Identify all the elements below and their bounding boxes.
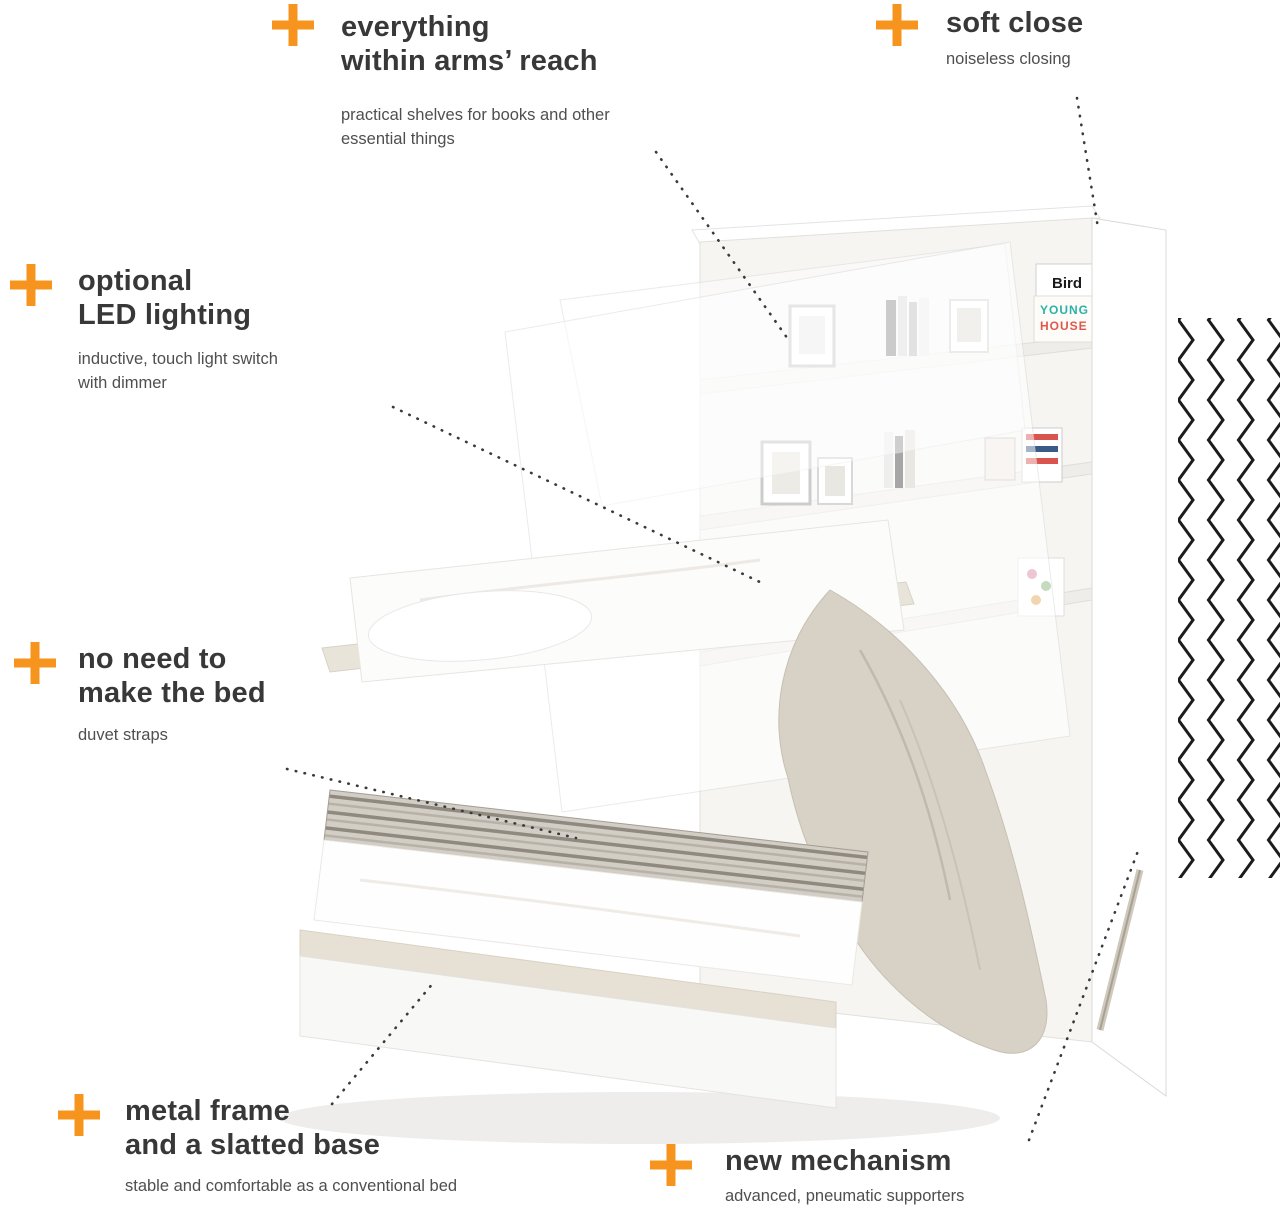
feature-soft-close: soft close noiseless closing	[946, 6, 1083, 71]
feature-description: stable and comfortable as a conventional…	[125, 1177, 458, 1196]
feature-title: optional LED lighting	[78, 265, 252, 332]
feature-title: no need to make the bed	[78, 643, 266, 710]
plus-icon-metal-frame	[58, 1094, 100, 1136]
leader-line-metal-frame	[330, 980, 436, 1106]
leader-line-new-mechanism	[1027, 849, 1140, 1142]
blanket-fold-line-2	[899, 699, 981, 971]
feature-new-mechanism: new mechanism advanced, pneumatic suppor…	[725, 1144, 964, 1208]
feature-title: new mechanism	[725, 1145, 952, 1177]
zigzag-wallpaper	[1178, 318, 1280, 878]
feature-title: metal frame and a slatted base	[125, 1095, 381, 1162]
leader-line-soft-close	[1075, 96, 1100, 230]
plus-icon-arms-reach	[272, 4, 314, 46]
feature-description: practical shelves for books and other es…	[341, 106, 610, 148]
plus-icon-led-lighting	[10, 264, 52, 306]
plus-icon-make-the-bed	[14, 642, 56, 684]
book-title-bird: Bird	[1052, 275, 1082, 292]
feature-description: duvet straps	[78, 726, 168, 745]
feature-description: inductive, touch light switch with dimme…	[78, 350, 278, 392]
feature-make-the-bed: no need to make the bed duvet straps	[78, 642, 266, 748]
draped-blanket	[778, 589, 1048, 1054]
bed-platform	[299, 955, 837, 1109]
ghost-fold-stages	[504, 241, 1071, 813]
book-title-young: YOUNG	[1040, 303, 1089, 317]
pneumatic-mechanism	[1096, 869, 1144, 1031]
leader-line-arms-reach	[654, 150, 792, 344]
feature-description: advanced, pneumatic supporters	[725, 1187, 965, 1206]
blanket-fold-line	[858, 649, 952, 901]
feature-metal-frame: metal frame and a slatted base stable an…	[125, 1094, 457, 1199]
plus-icon-new-mechanism	[650, 1144, 692, 1186]
feature-title: everything within arms’ reach	[341, 11, 598, 78]
feature-arms-reach: everything within arms’ reach practical …	[341, 10, 610, 151]
mattress	[313, 839, 863, 986]
lowered-bed	[299, 789, 869, 1109]
feature-description: noiseless closing	[946, 50, 1071, 69]
plus-icon-soft-close	[876, 4, 918, 46]
leader-lines	[285, 96, 1140, 1142]
book-title-house: HOUSE	[1040, 319, 1088, 333]
feature-led-lighting: optional LED lighting inductive, touch l…	[78, 264, 278, 395]
feature-title: soft close	[946, 7, 1084, 39]
cabinet-side-panel	[1091, 217, 1167, 1097]
leader-line-led-lighting	[391, 405, 766, 586]
mid-stage-bed	[321, 519, 915, 683]
